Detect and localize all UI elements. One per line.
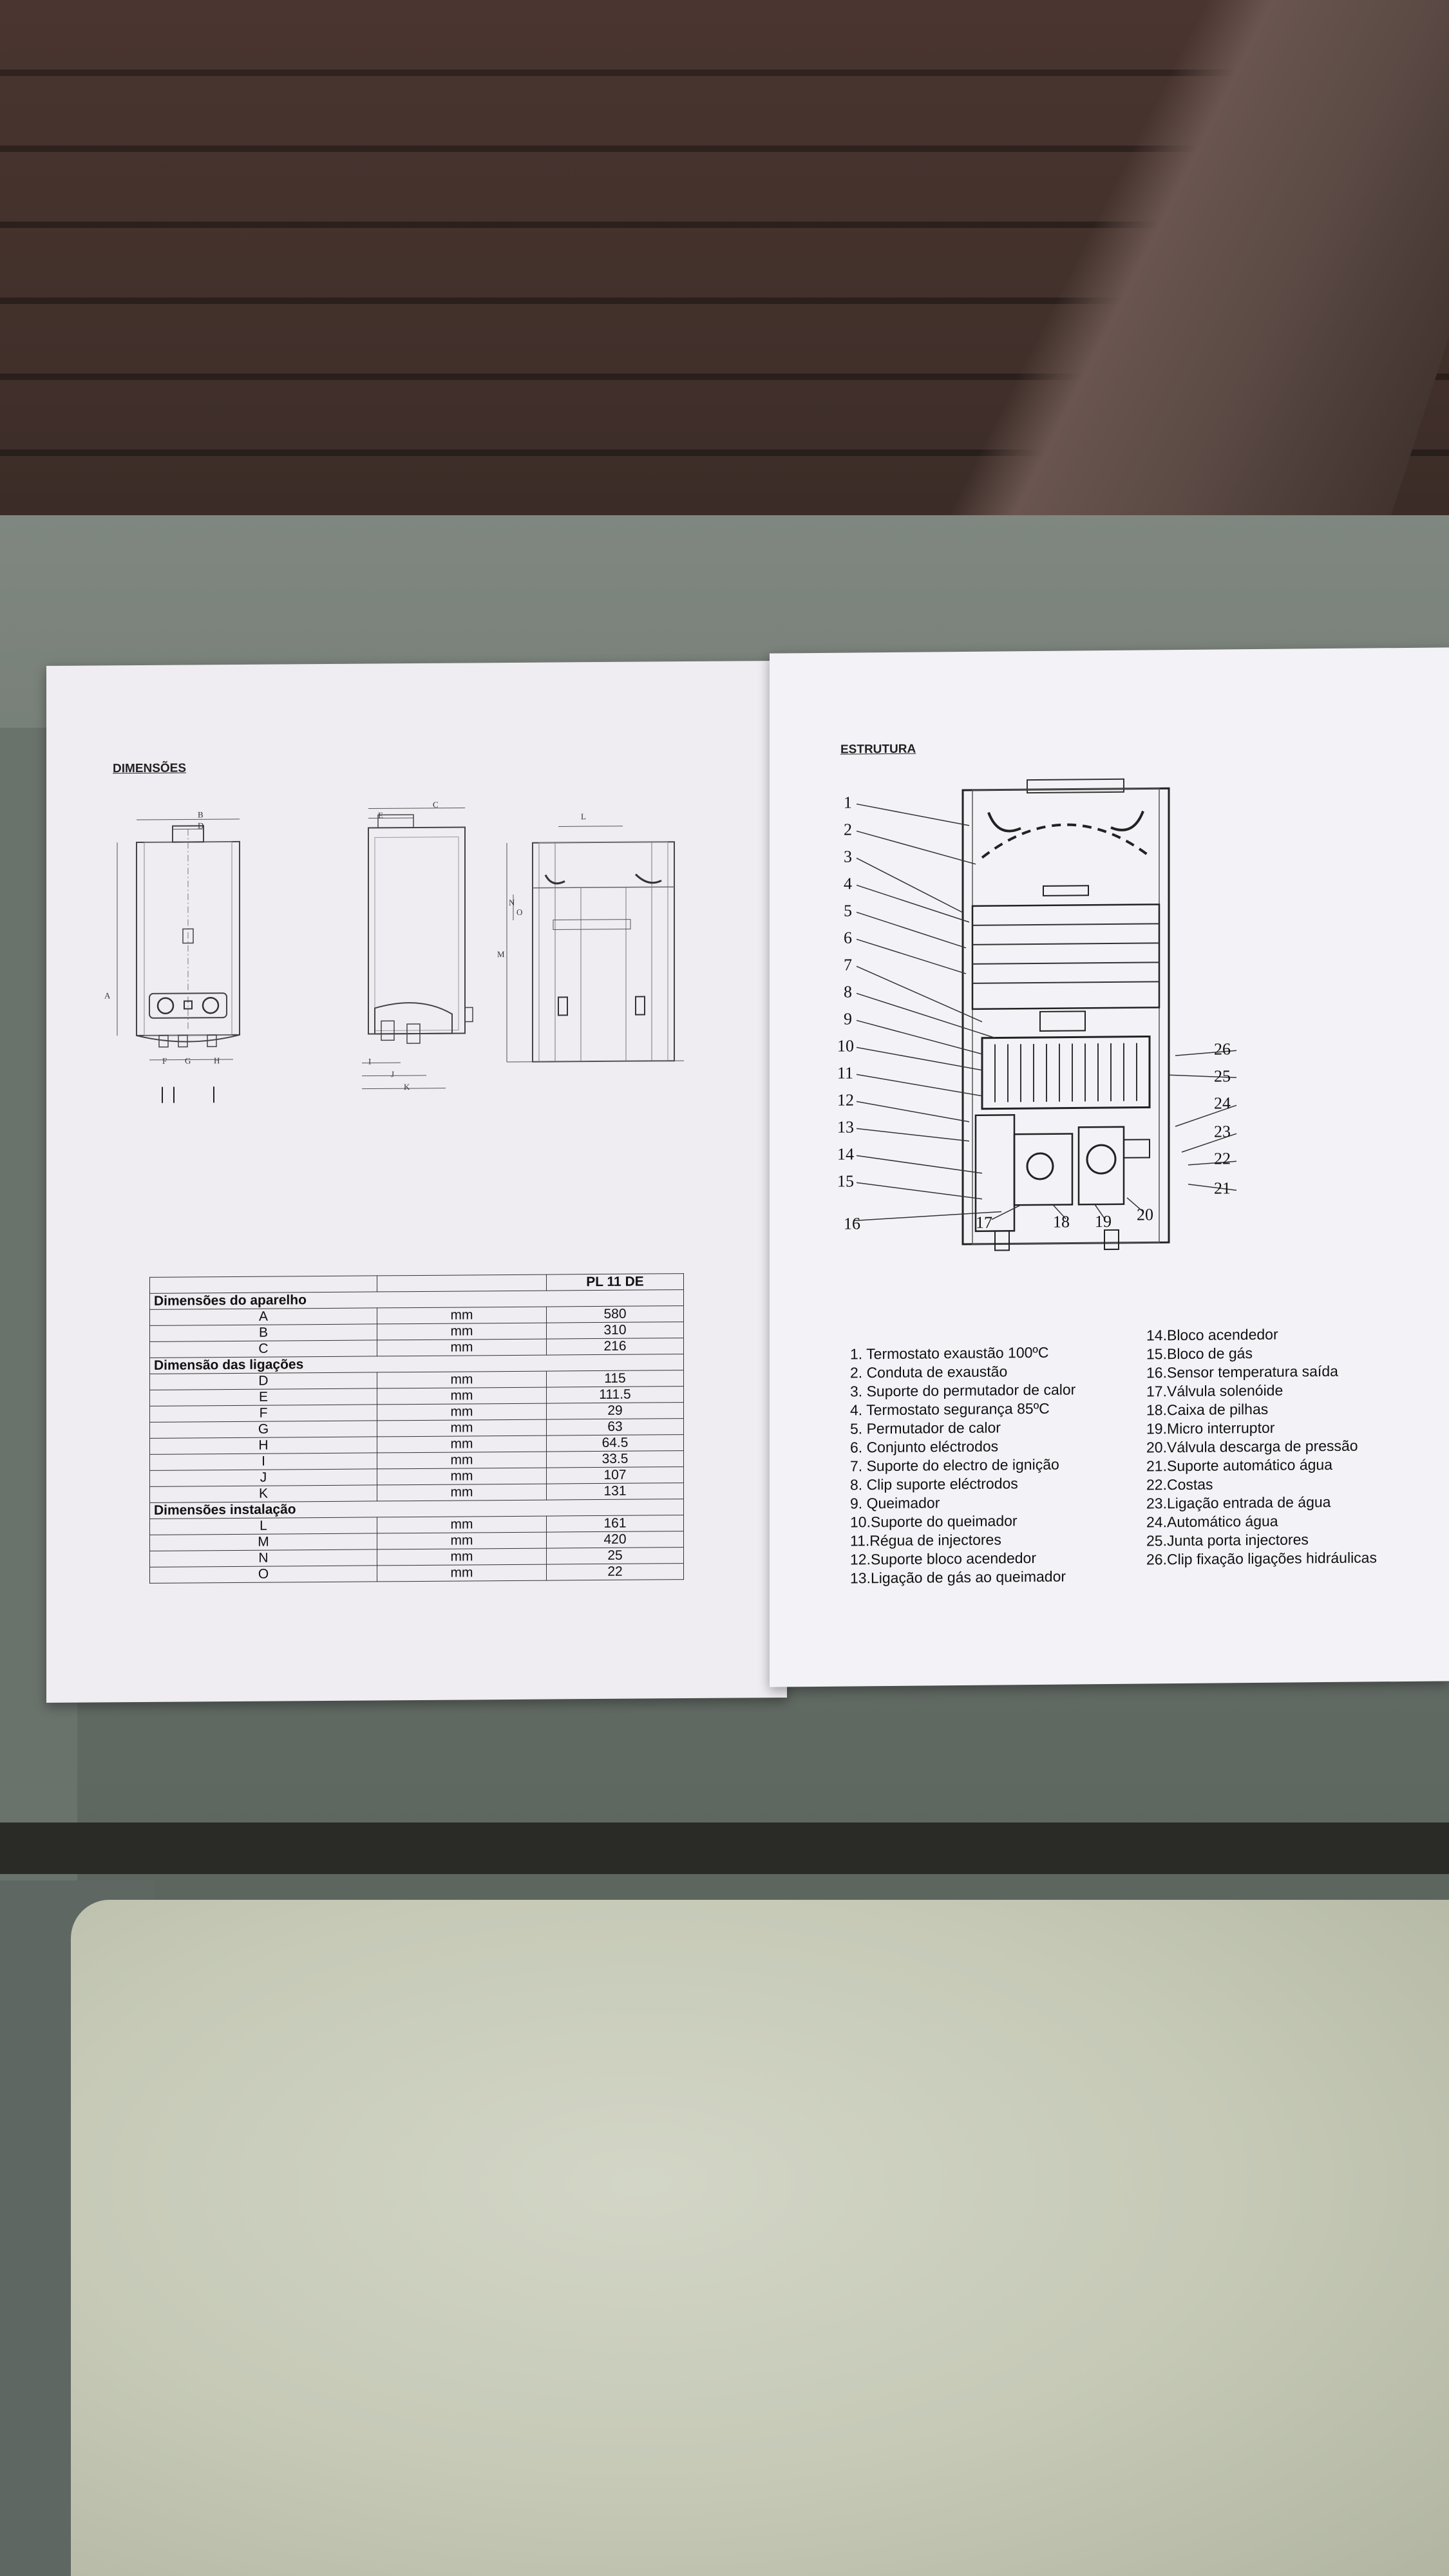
legend-item: 5. Permutador de calor [850,1419,1001,1437]
legend-item: 25.Junta porta injectores [1146,1531,1309,1549]
callout-22: 22 [1214,1149,1231,1168]
legend-item: 13.Ligação de gás ao queimador [850,1567,1066,1587]
back-view-drawing [506,826,684,1063]
callout-8: 8 [844,982,852,1001]
legend-item: 3. Suporte do permutador de calor [850,1381,1076,1400]
manual-right-page: ESTRUTURA [770,647,1449,1687]
legend-item: 6. Conjunto eléctrodos [850,1437,999,1456]
callout-20: 20 [1137,1205,1153,1224]
dim-label-i: I [368,1056,372,1066]
dim-label-c: C [433,799,439,810]
legend-item: 14.Bloco acendedor [1146,1325,1278,1344]
dim-label-k: K [404,1082,410,1092]
callout-16: 16 [844,1214,860,1233]
legend-item: 21.Suporte automático água [1146,1455,1332,1475]
callout-19: 19 [1095,1211,1112,1231]
dim-label-n: N [509,897,515,908]
model-header: PL 11 DE [546,1273,684,1291]
legend-item: 2. Conduta de exaustão [850,1363,1008,1381]
callout-3: 3 [844,847,852,866]
manual-left-page: DIMENSÕES B D A F G [46,660,787,1703]
legend-item: 23.Ligação entrada de água [1146,1493,1331,1512]
callout-leader-lines [853,803,1237,1222]
dim-label-g: G [185,1056,191,1066]
legend-item: 19.Micro interruptor [1146,1419,1275,1437]
legend-item: 1. Termostato exaustão 100ºC [850,1343,1049,1363]
legend-item: 20.Válvula descarga de pressão [1146,1437,1358,1456]
callout-4: 4 [844,874,852,893]
dim-label-l: L [581,811,586,822]
legend-item: 18.Caixa de pilhas [1146,1400,1269,1419]
legend-item: 12.Suporte bloco acendedor [850,1549,1036,1568]
callout-18: 18 [1053,1212,1070,1231]
front-view-drawing [117,819,240,1103]
legend-item: 22.Costas [1146,1475,1213,1493]
dim-label-h: H [214,1056,220,1066]
dim-label-e: E [378,810,383,820]
dim-label-d: D [198,820,204,831]
callout-24: 24 [1214,1094,1231,1113]
callout-17: 17 [976,1213,992,1232]
dim-label-j: J [391,1069,395,1079]
callout-2: 2 [844,820,852,839]
callout-25: 25 [1214,1066,1231,1086]
legend-item: 11.Régua de injectores [850,1531,1001,1549]
legend-item: 8. Clip suporte eléctrodos [850,1475,1018,1493]
legend-item: 10.Suporte do queimador [850,1512,1018,1531]
callout-15: 15 [837,1171,854,1191]
callout-5: 5 [844,901,852,920]
legend-item: 9. Queimador [850,1494,940,1512]
side-view-drawing [362,807,473,1090]
callout-10: 10 [837,1036,854,1056]
callout-12: 12 [837,1090,854,1110]
dim-label-m: M [497,949,505,960]
section-title-dimensions: DIMENSÕES [113,761,187,776]
callout-6: 6 [844,928,852,947]
legend-item: 16.Sensor temperatura saída [1146,1362,1338,1381]
sofa-gap [0,1823,1449,1874]
callout-7: 7 [844,955,852,974]
dim-label-f: F [162,1056,167,1066]
legend-item: 24.Automático água [1146,1512,1278,1531]
callout-11: 11 [837,1063,854,1083]
dim-label-b: B [198,810,204,820]
callout-23: 23 [1214,1122,1231,1141]
legend-item: 26.Clip fixação ligações hidráulicas [1146,1549,1377,1568]
callout-26: 26 [1214,1039,1231,1059]
legend-item: 15.Bloco de gás [1146,1345,1253,1363]
legend-item: 4. Termostato segurança 85ºC [850,1399,1050,1419]
dim-label-a: A [104,990,111,1001]
heater-structure-drawing [961,778,1170,1251]
legend-item: 7. Suporte do electro de ignição [850,1455,1059,1475]
callout-14: 14 [837,1144,854,1164]
callout-9: 9 [844,1009,852,1028]
callout-21: 21 [1214,1179,1231,1198]
dim-label-o: O [516,907,523,917]
fleece-blanket [71,1900,1449,2576]
legend-item: 17.Válvula solenóide [1146,1381,1283,1400]
legend-column-2: 14.Bloco acendedor 15.Bloco de gás 16.Se… [1146,1324,1377,1569]
callout-1: 1 [844,793,852,812]
callout-13: 13 [837,1117,854,1137]
legend-column-1: 1. Termostato exaustão 100ºC 2. Conduta … [850,1343,1075,1587]
